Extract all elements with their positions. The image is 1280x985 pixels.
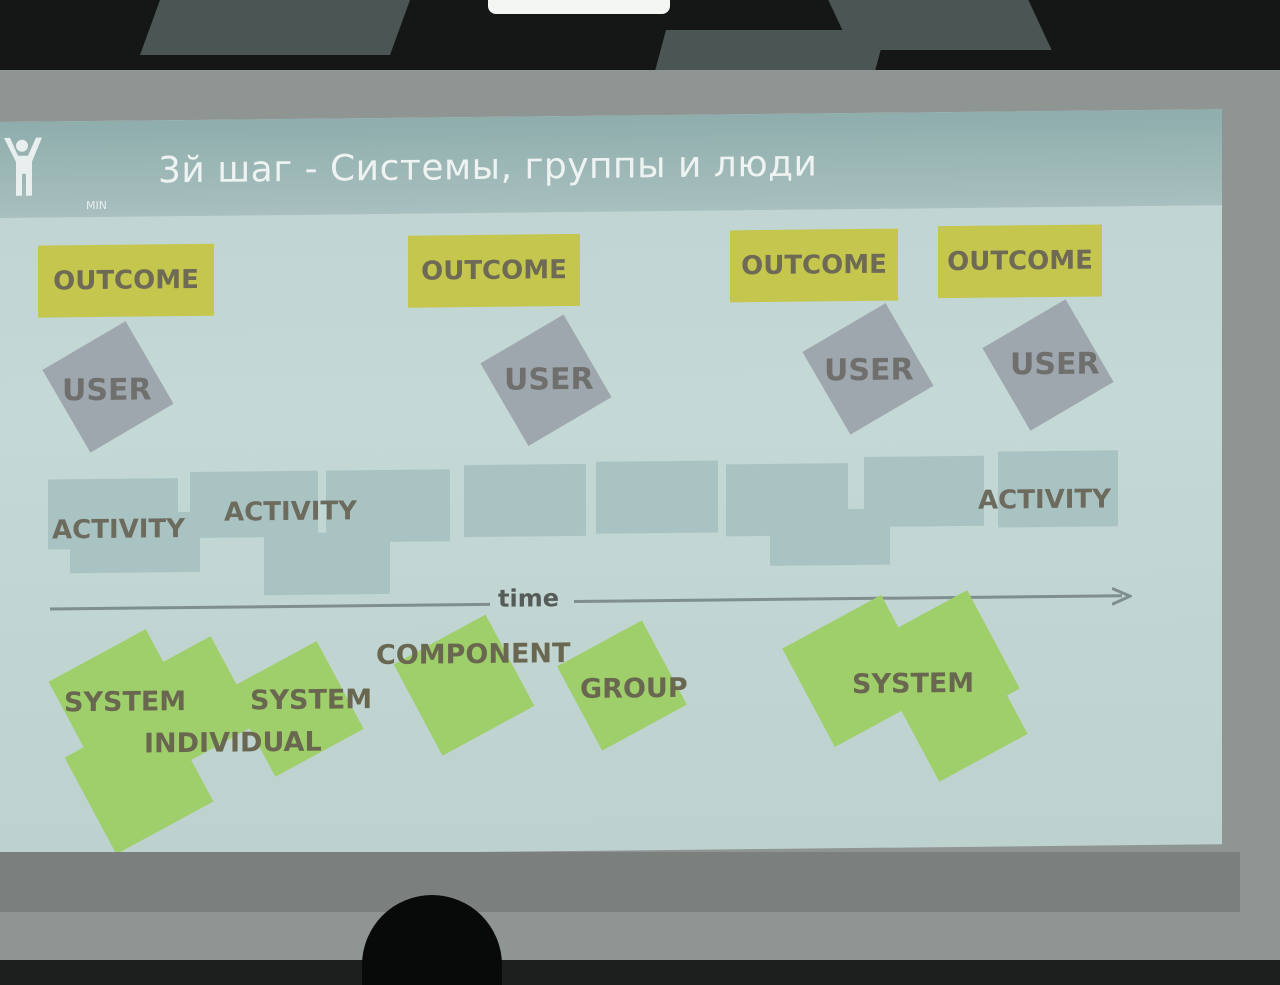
outcome-box: OUTCOME bbox=[408, 233, 580, 308]
outcome-box: OUTCOME bbox=[938, 224, 1102, 299]
activity-block bbox=[596, 460, 718, 534]
activity-label: ACTIVITY bbox=[978, 484, 1111, 516]
ceiling-panel bbox=[139, 0, 411, 55]
activity-block bbox=[464, 463, 586, 538]
time-axis-right bbox=[574, 594, 1122, 603]
outcome-box: OUTCOME bbox=[38, 243, 214, 318]
user-label: USER bbox=[62, 372, 152, 409]
logo-caption: MIN bbox=[86, 198, 107, 213]
time-arrowhead-icon bbox=[1112, 586, 1132, 606]
time-axis-left bbox=[50, 602, 490, 611]
slide-title-bar: MIN 3й шаг - Системы, группы и люди bbox=[0, 109, 1222, 218]
component-label: COMPONENT bbox=[376, 638, 571, 672]
projection-screen: MIN 3й шаг - Системы, группы и люди OUTC… bbox=[0, 109, 1222, 858]
ceiling-panel bbox=[653, 30, 887, 75]
time-label: time bbox=[498, 584, 559, 613]
person-logo-icon bbox=[4, 137, 42, 196]
component-shape bbox=[393, 614, 535, 756]
group-label: GROUP bbox=[580, 672, 688, 705]
outcome-box: OUTCOME bbox=[730, 228, 898, 303]
activity-block bbox=[864, 455, 984, 527]
user-label: USER bbox=[1010, 346, 1100, 383]
system-label: SYSTEM bbox=[852, 667, 975, 701]
system-label: SYSTEM bbox=[64, 686, 187, 719]
activity-label: ACTIVITY bbox=[224, 496, 357, 528]
individual-label: INDIVIDUAL bbox=[144, 726, 322, 760]
slide-title: 3й шаг - Системы, группы и люди bbox=[158, 143, 818, 192]
activity-label: ACTIVITY bbox=[52, 514, 185, 546]
ceiling-light bbox=[488, 0, 670, 14]
user-label: USER bbox=[504, 361, 594, 398]
system-label: SYSTEM bbox=[250, 684, 373, 717]
screen-bottom-bezel bbox=[0, 852, 1240, 912]
user-label: USER bbox=[824, 352, 914, 389]
